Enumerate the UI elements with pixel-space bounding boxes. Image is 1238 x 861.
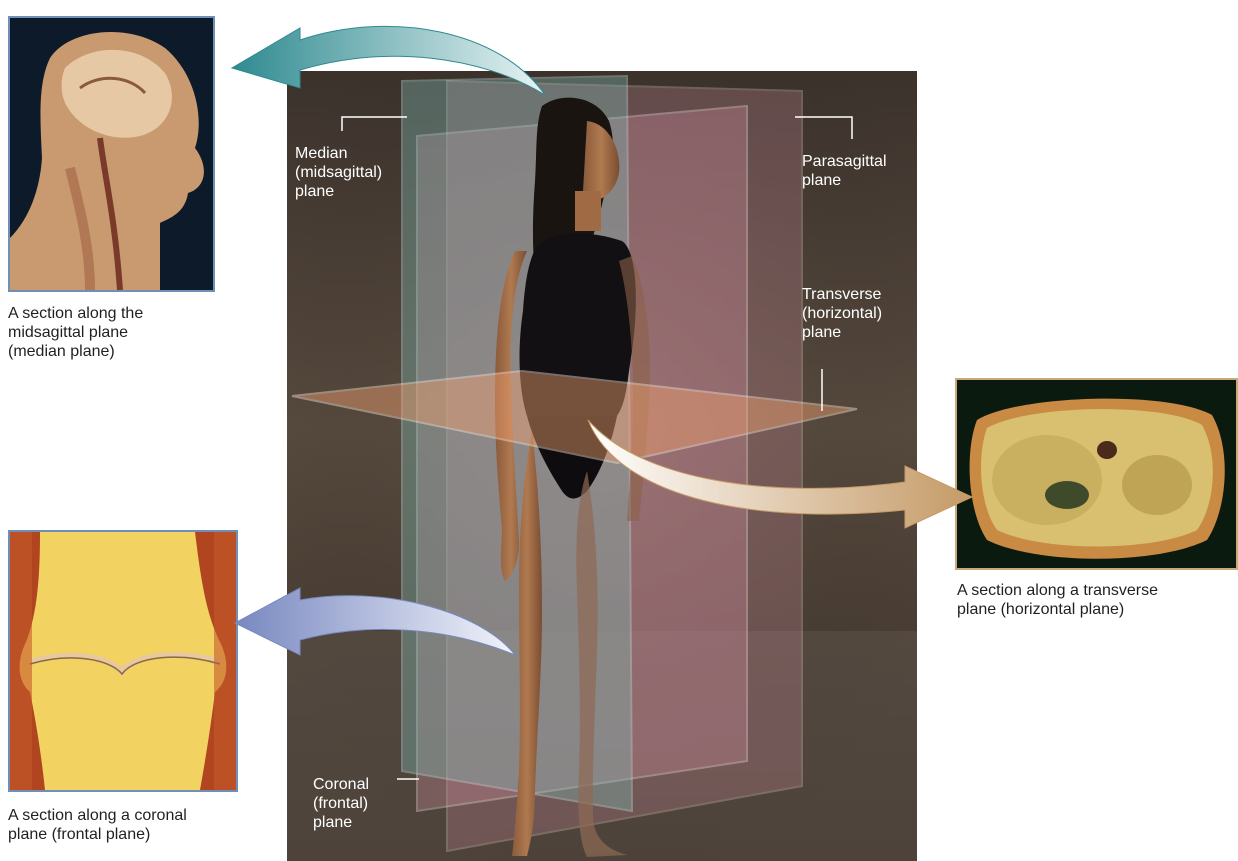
arrow-to-coronal [235,588,515,655]
arrow-to-midsagittal [232,26,545,95]
arrow-to-transverse [588,420,972,528]
